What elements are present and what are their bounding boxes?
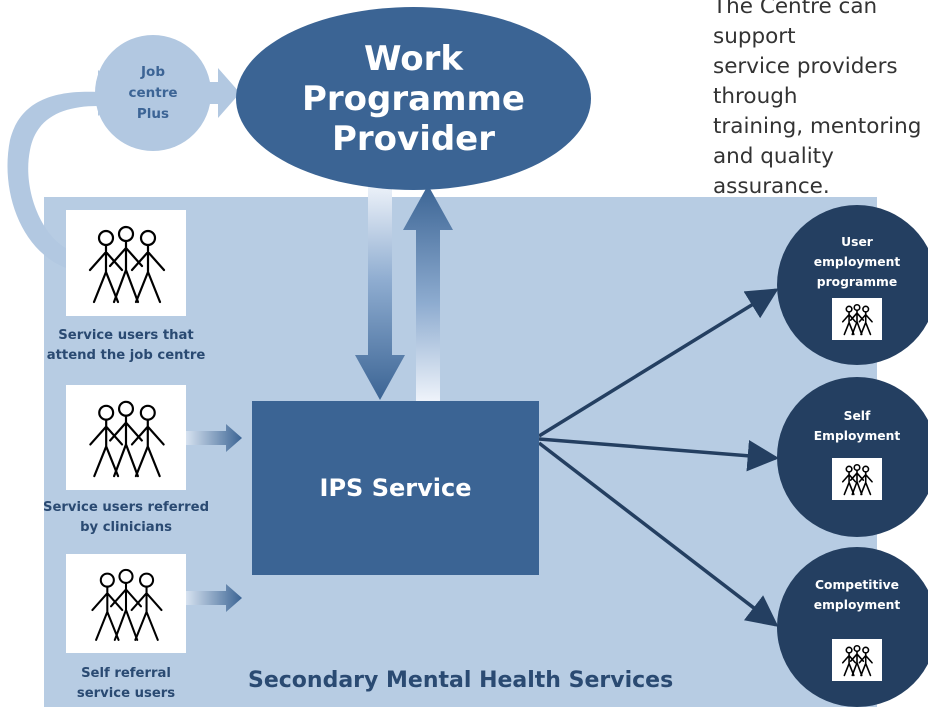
outcome-competitive-line-1: Competitive: [815, 578, 899, 592]
users-clinicians-line-2: by clinicians: [80, 520, 172, 535]
wp-line-2: Programme: [301, 78, 525, 119]
arrow-ips-to-user-employment: [538, 288, 779, 438]
wp-line-1: Work: [363, 38, 464, 79]
outcome-competitive-icon-card: [832, 639, 882, 681]
panel-title: Secondary Mental Health Services: [248, 668, 674, 693]
people-icon: [841, 463, 873, 496]
outcome-user-employment-line-3: programme: [816, 275, 898, 289]
users-job-centre-line-1: Service users that: [58, 328, 194, 343]
arrow-wp-to-ips: [355, 184, 405, 400]
people-icon: [841, 644, 873, 677]
arrow-referral-clinicians: [186, 424, 242, 452]
users-job-centre-line-2: attend the job centre: [46, 348, 206, 363]
users-job-centre-label: Service users that attend the job centre: [26, 326, 226, 366]
outcome-user-employment: User employment programme: [777, 205, 928, 365]
jc-line-1: Job: [141, 63, 165, 80]
outcome-user-employment-icon-card: [832, 298, 882, 340]
outcome-competitive-line-2: employment: [813, 598, 901, 612]
people-icon: [89, 400, 165, 478]
arrow-ips-to-wp: [403, 185, 453, 401]
users-clinicians-label: Service users referred by clinicians: [26, 498, 226, 538]
curved-arrow-to-job-centre: [7, 70, 122, 268]
wp-line-3: Provider: [331, 118, 496, 159]
users-clinicians-line-1: Service users referred: [42, 500, 210, 515]
outcome-competitive-employment: Competitive employment: [777, 547, 928, 707]
outcome-user-employment-line-1: User: [841, 235, 873, 249]
arrow-ips-to-self-employment: [538, 437, 780, 472]
work-programme-provider-node: Work Programme Provider: [236, 7, 591, 190]
jc-line-3: Plus: [136, 105, 170, 122]
users-clinicians-card: [66, 385, 186, 490]
people-icon: [91, 568, 163, 641]
arrow-ips-to-competitive: [537, 441, 779, 627]
users-self-referral-card: [66, 554, 186, 653]
support-description-text: The Centre can support service providers…: [713, 0, 922, 199]
outcome-self-employment: Self Employment: [777, 377, 928, 537]
users-self-referral-line-2: service users: [76, 686, 176, 701]
jc-line-2: centre: [128, 84, 178, 101]
outcome-self-employment-icon-card: [832, 458, 882, 500]
users-self-referral-label: Self referral service users: [26, 664, 226, 704]
job-centre-plus-node: Job centre Plus: [95, 35, 211, 151]
users-self-referral-line-1: Self referral: [81, 666, 171, 681]
outcome-self-employment-line-2: Employment: [813, 429, 901, 443]
ips-service-label: IPS Service: [319, 474, 472, 502]
arrow-self-referral: [186, 584, 242, 612]
people-icon: [88, 225, 166, 304]
people-icon: [841, 303, 873, 336]
users-job-centre-card: [66, 210, 186, 316]
arrow-job-centre-to-wp: [205, 68, 240, 118]
outcome-user-employment-line-2: employment: [813, 255, 901, 269]
ips-service-node: IPS Service: [252, 401, 539, 575]
outcome-self-employment-line-1: Self: [843, 409, 871, 423]
